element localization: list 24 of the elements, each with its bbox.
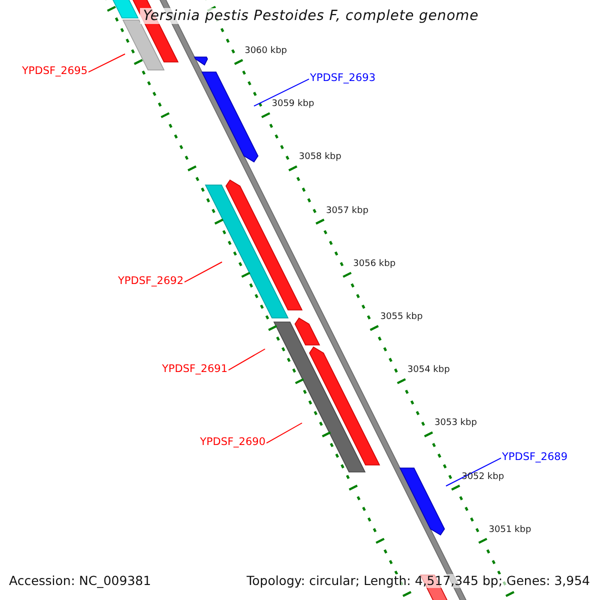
genome-info-text: Topology: circular; Length: 4,517,345 bp; Genes: 3,954	[246, 574, 590, 588]
scale-label: 3055 kbp	[380, 312, 423, 322]
scale-label: 3051 kbp	[488, 524, 532, 536]
gene-label: YPDSF_2690	[200, 436, 266, 448]
scale-label: 3060 kbp	[244, 46, 288, 56]
leader-line	[184, 262, 222, 283]
scale-label: 3057 kbp	[326, 206, 368, 216]
leader-line	[228, 348, 266, 371]
gene-label: YPDSF_2691	[162, 363, 228, 376]
scale-label: 3056 kbp	[353, 258, 396, 270]
leader-line	[88, 54, 126, 73]
leader-line	[446, 458, 502, 486]
leader-line	[254, 78, 310, 106]
scale-label: 3053 kbp	[434, 418, 477, 429]
accession-text: Accession: NC_009381	[9, 574, 152, 588]
scale-label: 3058 kbp	[298, 152, 342, 163]
scale-label: 3054 kbp	[407, 365, 450, 376]
leader-line	[266, 422, 302, 444]
scale-label: 3059 kbp	[272, 99, 314, 110]
scale-label: 3052 kbp	[462, 472, 504, 482]
gene-label: YPDSF_2693	[310, 72, 376, 84]
gene-label: YPDSF_2692	[118, 275, 184, 288]
gene-label: YPDSF_2689	[502, 451, 568, 464]
gene-label: YPDSF_2695	[22, 65, 88, 78]
